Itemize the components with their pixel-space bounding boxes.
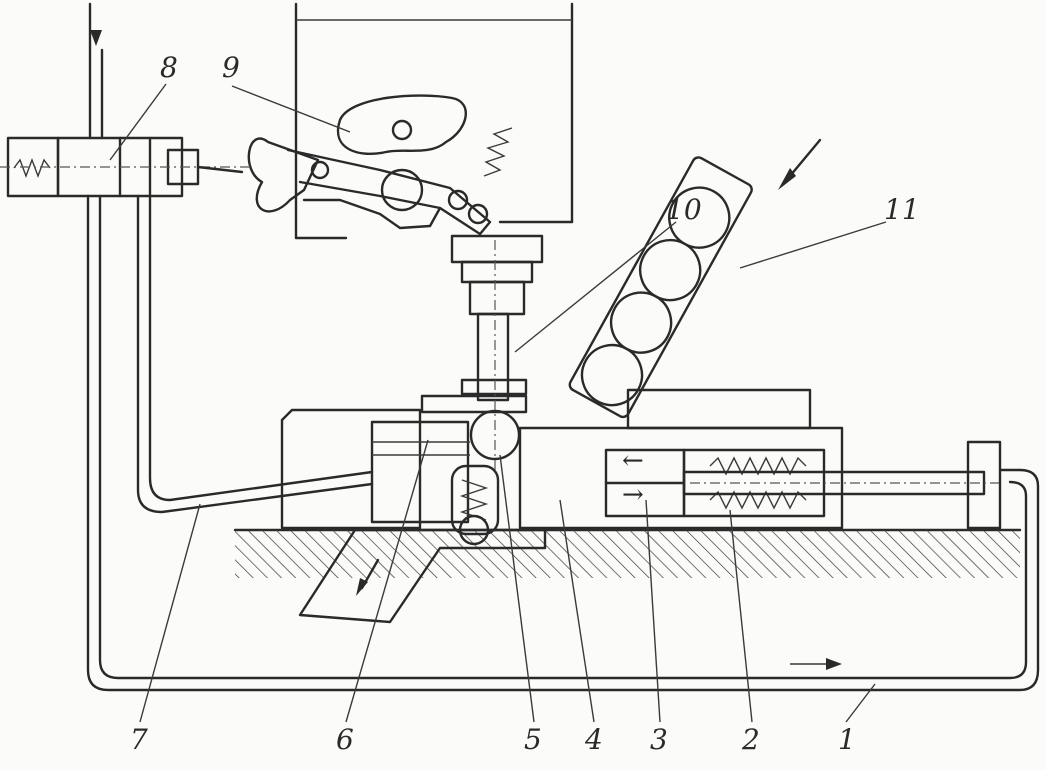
upper-frame (294, 2, 574, 240)
flow-arrow-icon (778, 168, 796, 190)
valve (0, 136, 250, 198)
magazine-support (626, 388, 812, 430)
callout-8: 8 (160, 51, 178, 84)
spring-icon (709, 456, 807, 476)
flow-arrow-icon (90, 30, 102, 46)
callout-10: 10 (666, 193, 702, 226)
callout-7: 7 (130, 723, 148, 756)
ball-icon (668, 186, 731, 249)
feed-tube (568, 156, 753, 419)
ball-icon (380, 168, 424, 212)
spring-icon (459, 479, 489, 521)
cam-lever (247, 94, 513, 236)
lower-detent (450, 464, 500, 546)
ball-icon (469, 409, 521, 461)
ball-icon (638, 238, 702, 302)
ball-icon (580, 343, 644, 407)
discharge-chute (298, 528, 547, 624)
callout-9: 9 (222, 51, 240, 84)
left-housing (280, 408, 470, 530)
callout-6: 6 (336, 723, 354, 756)
spring-icon (709, 490, 807, 510)
ball-icon (458, 514, 490, 546)
flow-arrow-icon (826, 658, 842, 670)
slide-body (518, 426, 1022, 530)
ball-icon (609, 291, 673, 354)
flow-arrow-icon (356, 578, 368, 596)
base-ground (233, 528, 1022, 578)
callout-5: 5 (524, 723, 542, 756)
callout-4: 4 (585, 723, 603, 756)
piston-arrow-upper: ← (622, 446, 644, 476)
leader-lines (109, 83, 887, 723)
callout-1: 1 (838, 723, 856, 756)
spring-icon (483, 127, 513, 177)
plunger (420, 234, 544, 470)
piping (86, 2, 1040, 692)
callout-11: 11 (884, 193, 920, 226)
spring-icon (13, 158, 51, 178)
callout-3: 3 (650, 723, 668, 756)
callout-2: 2 (742, 723, 760, 756)
piston-arrow-lower: → (622, 480, 644, 510)
